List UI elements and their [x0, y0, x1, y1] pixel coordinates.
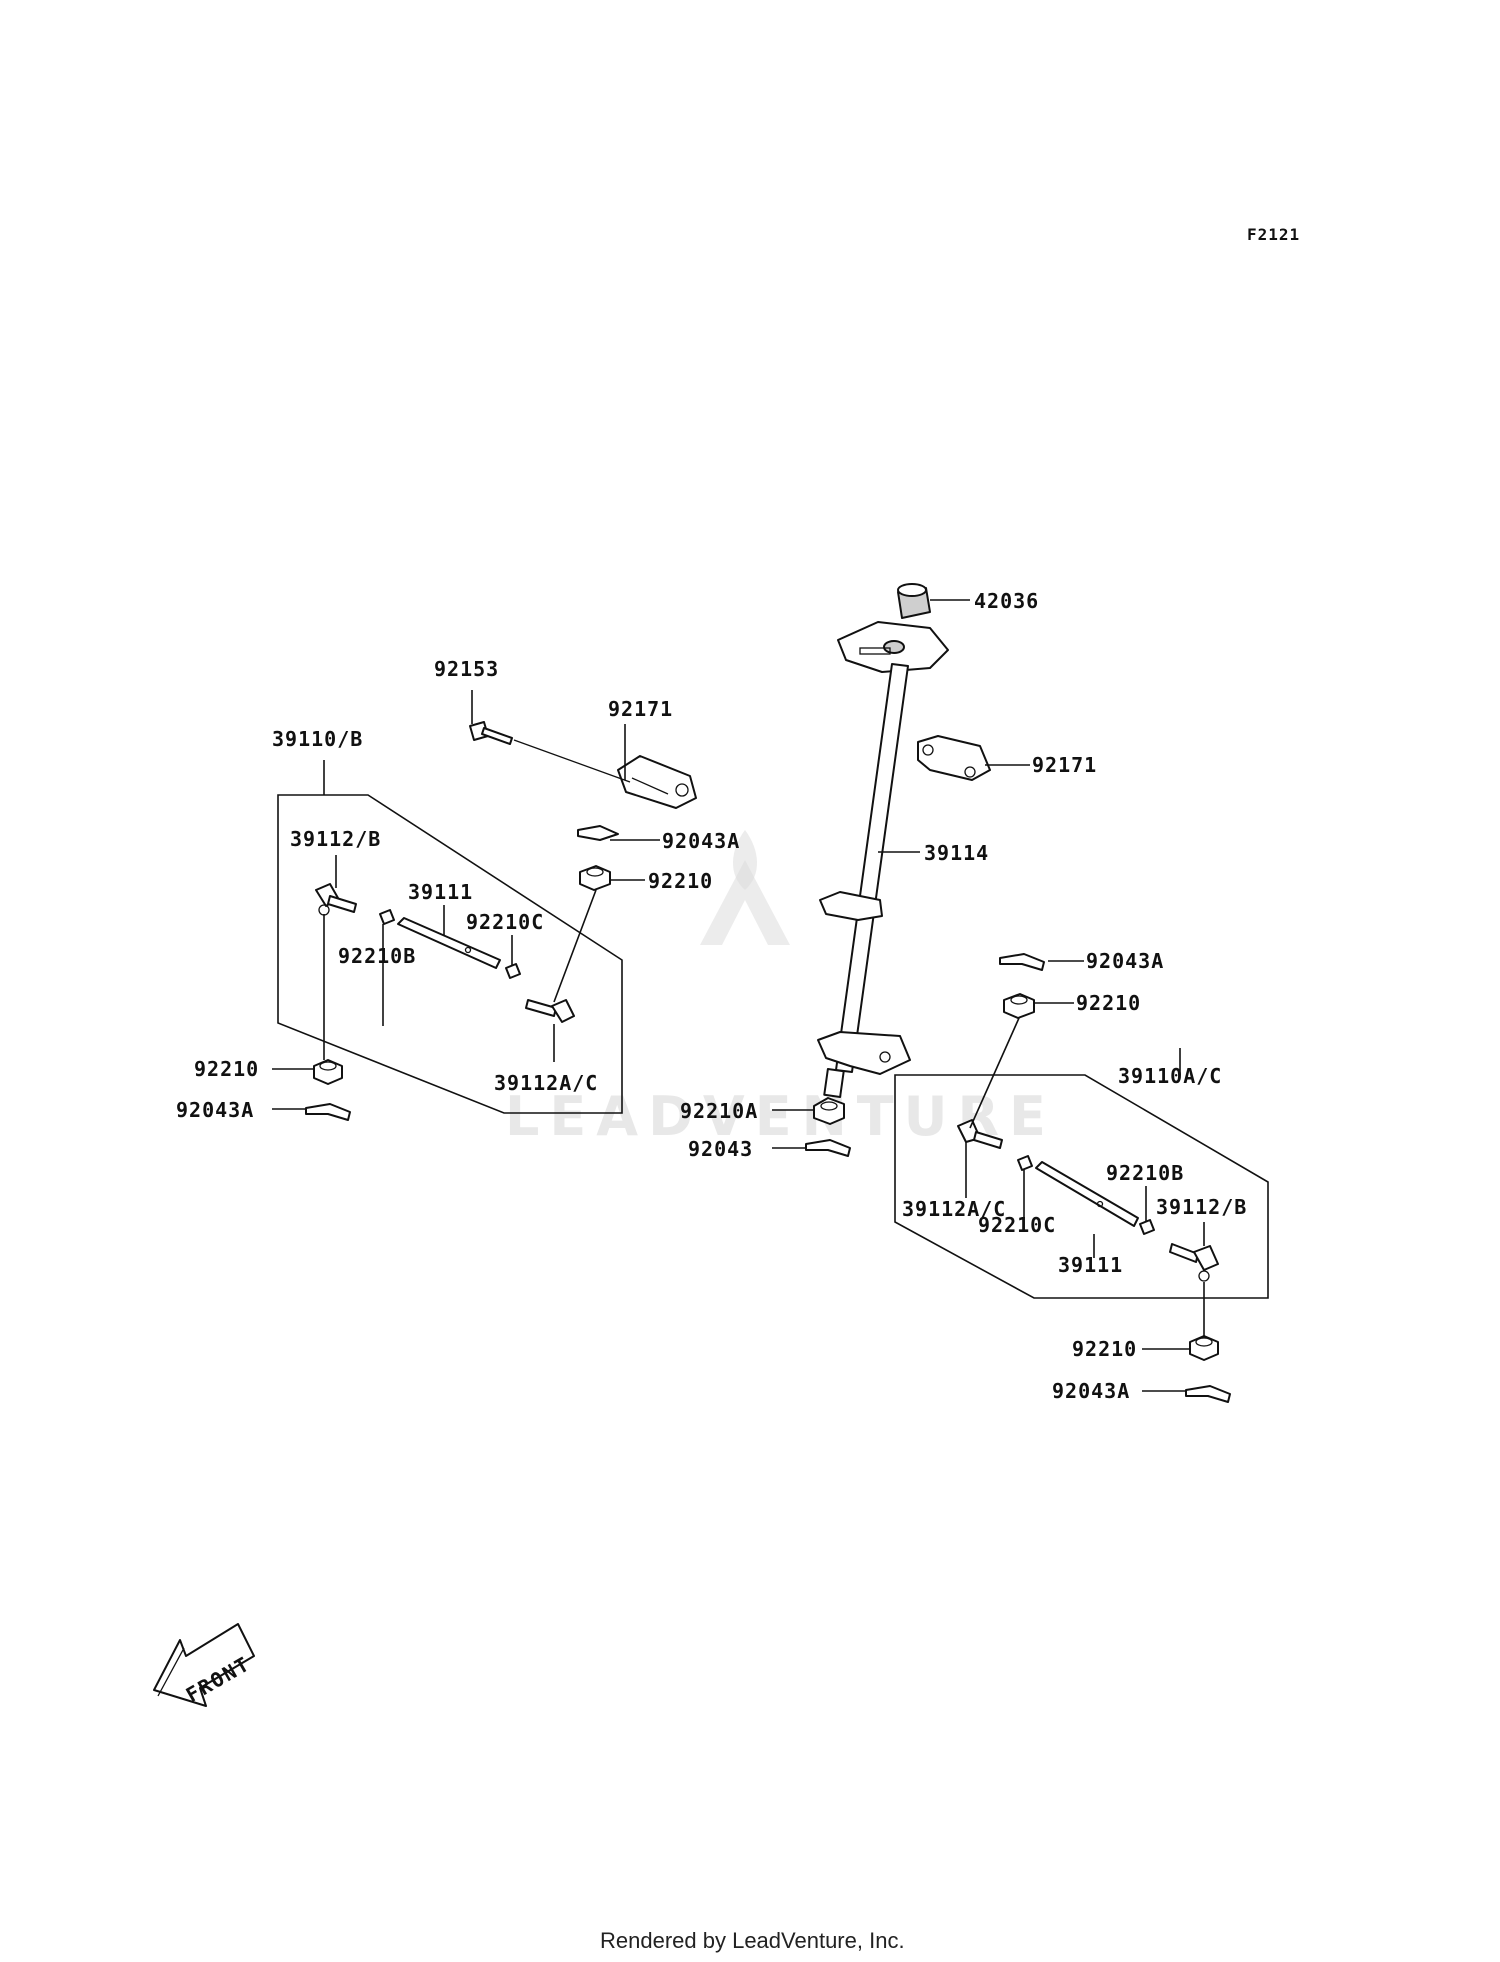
label-92043: 92043 [688, 1137, 753, 1161]
nut-92210-left [313, 1059, 343, 1085]
jam-nut-92210C-right [1017, 1155, 1033, 1171]
jam-nut-92210B-right [1139, 1219, 1155, 1235]
front-direction-arrow: FRONT [153, 1623, 255, 1707]
label-92210-right: 92210 [1076, 991, 1141, 1015]
label-92210-left: 92210 [194, 1057, 259, 1081]
tie-rod-end-39112B-left [315, 883, 357, 916]
cotter-pin-92043 [805, 1139, 851, 1157]
label-92210B-right: 92210B [1106, 1161, 1184, 1185]
label-39111-right: 39111 [1058, 1253, 1123, 1277]
watermark-text: LEADVENTURE [505, 1085, 1056, 1148]
tie-rod-end-39112B-right [1169, 1243, 1219, 1282]
tie-rod-end-39112AC-left [525, 999, 575, 1023]
leader-lines [272, 599, 1205, 1392]
label-92210C-right: 92210C [978, 1213, 1056, 1237]
tie-rod-39111-left [397, 917, 501, 969]
label-92171-top: 92171 [608, 697, 673, 721]
label-39112AC-right: 39112A/C [902, 1197, 1006, 1221]
bolt-92153 [469, 721, 631, 783]
figure-code: F2121 [1247, 225, 1300, 244]
nut-92210-mid [579, 865, 611, 891]
label-92043A-bottom: 92043A [1052, 1379, 1130, 1403]
nut-92210-right [1003, 993, 1035, 1019]
shaft-clamp-right [917, 735, 991, 781]
nut-92210A [813, 1097, 845, 1125]
jam-nut-92210C-left [505, 963, 521, 979]
leadventure-watermark-logo: LEADVENTURE [505, 830, 1056, 1148]
jam-nut-92210B-left [379, 909, 395, 925]
label-42036: 42036 [974, 589, 1039, 613]
cotter-pin-92043A-mid [577, 825, 619, 841]
tie-rod-box-right [894, 1074, 1269, 1299]
shaft-clamp-left [617, 755, 697, 809]
label-39114: 39114 [924, 841, 989, 865]
label-39112AC-left: 39112A/C [494, 1071, 598, 1095]
label-92210B-left: 92210B [338, 944, 416, 968]
steering-shaft-tube [835, 663, 909, 1073]
cotter-pin-92043A-left [305, 1103, 351, 1121]
label-92171-right: 92171 [1032, 753, 1097, 777]
steering-shaft-assembly [817, 583, 949, 1098]
cotter-pin-92043A-bottom [1185, 1385, 1231, 1403]
tie-rod-box-left [277, 794, 623, 1114]
nut-92210-bottom [1189, 1335, 1219, 1361]
footer-credit: Rendered by LeadVenture, Inc. [600, 1928, 905, 1953]
label-39112B-left: 39112/B [290, 827, 381, 851]
label-92210-mid: 92210 [648, 869, 713, 893]
label-39112B-right: 39112/B [1156, 1195, 1247, 1219]
label-92210C-left: 92210C [466, 910, 544, 934]
label-39110AC: 39110A/C [1118, 1064, 1222, 1088]
label-92153: 92153 [434, 657, 499, 681]
tie-rod-39111-right [1035, 1161, 1139, 1227]
label-39110B: 39110/B [272, 727, 363, 751]
label-92043A-right: 92043A [1086, 949, 1164, 973]
label-92210A: 92210A [680, 1099, 758, 1123]
label-39111-left: 39111 [408, 880, 473, 904]
shaft-pitman-arm [817, 1031, 911, 1075]
cotter-pin-92043A-right [999, 953, 1045, 971]
label-92043A-left: 92043A [176, 1098, 254, 1122]
shaft-middle-bracket [819, 891, 883, 921]
label-92043A-mid: 92043A [662, 829, 740, 853]
label-92210-bottom: 92210 [1072, 1337, 1137, 1361]
tie-rod-end-39112AC-right [957, 1119, 1003, 1149]
